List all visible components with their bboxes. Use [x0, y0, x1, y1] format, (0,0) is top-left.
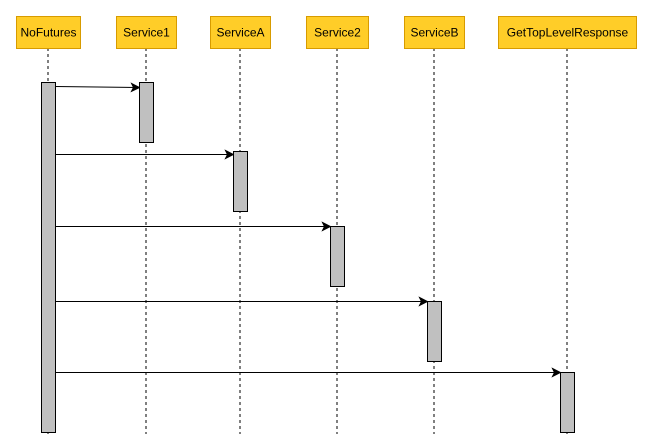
activation-bar-serviceb [427, 301, 442, 362]
participant-label: Service2 [314, 26, 361, 40]
messages [55, 87, 561, 373]
participant-box [306, 16, 369, 49]
participant-label: Service1 [123, 26, 170, 40]
participant-service2: Service2 [306, 16, 369, 49]
participant-nofutures: NoFutures [16, 16, 81, 49]
participant-label: GetTopLevelResponse [507, 26, 629, 40]
participant-servicea: ServiceA [210, 16, 271, 49]
activation-bars [41, 82, 575, 433]
activation-bar-gettoplevelresponse [560, 372, 575, 433]
participant-box [404, 16, 465, 49]
participant-box [498, 16, 637, 49]
participant-serviceb: ServiceB [404, 16, 465, 49]
participant-gettoplevelresponse: GetTopLevelResponse [498, 16, 637, 49]
activation-bar-service2 [330, 226, 345, 287]
participant-label: ServiceB [410, 26, 458, 40]
activation-bar-nofutures [41, 82, 56, 433]
participants: NoFutures Service1 ServiceA Service2 Service… [16, 16, 637, 49]
participant-label: ServiceA [216, 26, 264, 40]
message-arrow-service1 [55, 87, 140, 88]
participant-service1: Service1 [116, 16, 177, 49]
lifelines [47, 48, 568, 434]
activation-bar-servicea [233, 151, 248, 212]
participant-label: NoFutures [20, 26, 76, 40]
participant-box [116, 16, 177, 49]
participant-box [16, 16, 81, 49]
activation-bar-service1 [139, 82, 154, 143]
participant-box [210, 16, 271, 49]
